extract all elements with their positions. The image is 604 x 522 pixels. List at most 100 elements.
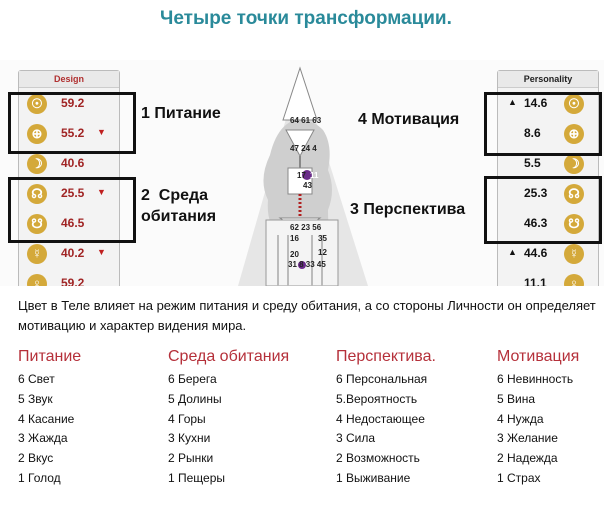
mercury-icon: ☿: [564, 244, 584, 264]
label-perspective: 3 Перспектива: [350, 201, 466, 218]
gate-line-value: 11.1: [524, 276, 547, 286]
moon-icon: ☽: [564, 154, 584, 174]
category-title: Питание: [18, 348, 82, 365]
label-environment: 2 Среда обитания: [141, 187, 217, 225]
design-row: ☽ 40.6: [19, 151, 119, 177]
personality-row: ☋ 46.3: [498, 211, 598, 237]
category-item: 5 Вина: [497, 391, 536, 406]
category-item: 3 Сила: [336, 431, 376, 446]
category-item: 1 Голод: [18, 470, 61, 485]
category-item: 6 Берега: [168, 372, 217, 386]
category-motivation: Мотивация 6 Невинность 5 Вина 4 Нужда 3 Жел…: [497, 348, 579, 489]
category-item: 2 Вкус: [18, 451, 54, 466]
gate-line-value: 14.6: [524, 96, 548, 110]
exaltation-arrow-icon: ▼: [97, 127, 106, 137]
venus-icon: ♀: [27, 274, 47, 286]
gate-line-value: 40.2: [61, 246, 85, 260]
head-center-triangle: [282, 66, 318, 121]
category-item: 2 Возможность: [336, 451, 420, 466]
category-item: 3 Жажда: [18, 431, 68, 446]
personality-header: Personality: [498, 71, 598, 88]
gate-line-value: 25.3: [524, 186, 548, 200]
personality-row: ☽ 5.5: [498, 151, 598, 177]
gate-line-value: 44.6: [524, 246, 548, 260]
personality-row: ☉ 14.6 ▲: [498, 91, 598, 117]
category-title: Перспектива.: [336, 348, 436, 365]
sun-icon: ☉: [564, 94, 584, 114]
earth-icon: ⊕: [564, 124, 584, 144]
chart-area: Design ☉ 59.2 ⊕ 55.2 ▼ ☽ 40.6 ☊ 25.5 ▼ ☋ 46.5 ☿ 40.2 ▼…: [0, 60, 604, 286]
gate-line-value: 8.6: [524, 126, 541, 140]
design-row: ⊕ 55.2 ▼: [19, 121, 119, 147]
south-node-icon: ☋: [27, 214, 47, 234]
gate-line-value: 59.2: [61, 276, 85, 286]
category-title: Мотивация: [497, 348, 580, 365]
exaltation-arrow-icon: ▼: [97, 247, 106, 257]
gate-35: 35: [318, 234, 327, 243]
category-item: 6 Невинность: [497, 372, 574, 386]
category-item: 5 Долины: [168, 391, 222, 406]
category-item: 2 Рынки: [168, 451, 214, 466]
gate-line-value: 55.2: [61, 126, 85, 140]
highlight-box-environment: [8, 177, 136, 243]
gates-head: 64 61 63: [290, 116, 322, 125]
category-item: 4 Нужда: [497, 411, 544, 426]
personality-row: ☿ 44.6 ▲: [498, 241, 598, 267]
north-node-icon: ☊: [564, 184, 584, 204]
category-item: 1 Пещеры: [168, 470, 226, 485]
category-item: 4 Горы: [168, 411, 206, 426]
exaltation-arrow-icon: ▼: [97, 187, 106, 197]
page-title: Четыре точки трансформации.: [160, 8, 452, 29]
highlight-box-nutrition: [8, 92, 136, 154]
design-row: ♀ 59.2: [19, 271, 119, 286]
gate-line-value: 5.5: [524, 156, 541, 170]
north-node-icon: ☊: [27, 184, 47, 204]
gate-line-value: 59.2: [61, 96, 85, 110]
category-item: 1 Страх: [497, 470, 541, 485]
gate-20: 20: [290, 250, 299, 259]
gate-16: 16: [290, 234, 299, 243]
label-motivation: 4 Мотивация: [358, 111, 460, 128]
category-item: 4 Касание: [18, 411, 75, 426]
ajna-center-triangle: [285, 129, 315, 158]
moon-icon: ☽: [27, 154, 47, 174]
gate-line-value: 46.5: [61, 216, 85, 230]
design-row: ☿40.2▼: [19, 241, 119, 267]
bodygraph-figure: [238, 66, 368, 286]
exaltation-arrow-icon: ▲: [508, 97, 517, 107]
personality-row: ♀ 11.1: [498, 271, 598, 286]
category-item: 6 Персональная: [336, 372, 428, 386]
category-item: 3 Желание: [497, 431, 558, 446]
gate-line-value: 40.6: [61, 156, 85, 170]
category-item: 5 Звук: [18, 391, 53, 406]
gate-marker-dot: [302, 170, 312, 180]
gate-17: 17: [297, 171, 306, 180]
design-row: ☉ 59.2: [19, 91, 119, 117]
earth-icon: ⊕: [27, 124, 47, 144]
gate-43: 43: [303, 181, 312, 190]
highlight-box-perspective: [484, 176, 602, 244]
category-item: 6 Свет: [18, 372, 55, 386]
design-row: ☋ 46.5: [19, 211, 119, 237]
category-item: 4 Недостающее: [336, 411, 425, 426]
gate-12: 12: [318, 248, 327, 257]
exaltation-arrow-icon: ▲: [508, 247, 517, 257]
label-nutrition: 1 Питание: [141, 105, 221, 122]
design-header: Design: [19, 71, 119, 88]
design-row: ☊ 25.5 ▼: [19, 181, 119, 207]
gates-ajna: 47 24 4: [290, 144, 317, 153]
highlight-box-motivation: [484, 92, 602, 156]
venus-icon: ♀: [564, 274, 584, 286]
gate-marker-dot: [298, 261, 306, 269]
south-node-icon: ☋: [564, 214, 584, 234]
sun-icon: ☉: [27, 94, 47, 114]
category-title: Среда обитания: [168, 348, 290, 365]
category-nutrition: Питание 6 Свет 5 Звук 4 Касание 3 Жажда 2 Вк…: [18, 348, 81, 489]
category-item: 2 Надежда: [497, 451, 558, 466]
gate-line-value: 25.5: [61, 186, 85, 200]
gate-line-value: 46.3: [524, 216, 548, 230]
gates-g-center: 62 23 56: [290, 223, 322, 232]
personality-row: ⊕ 8.6: [498, 121, 598, 147]
